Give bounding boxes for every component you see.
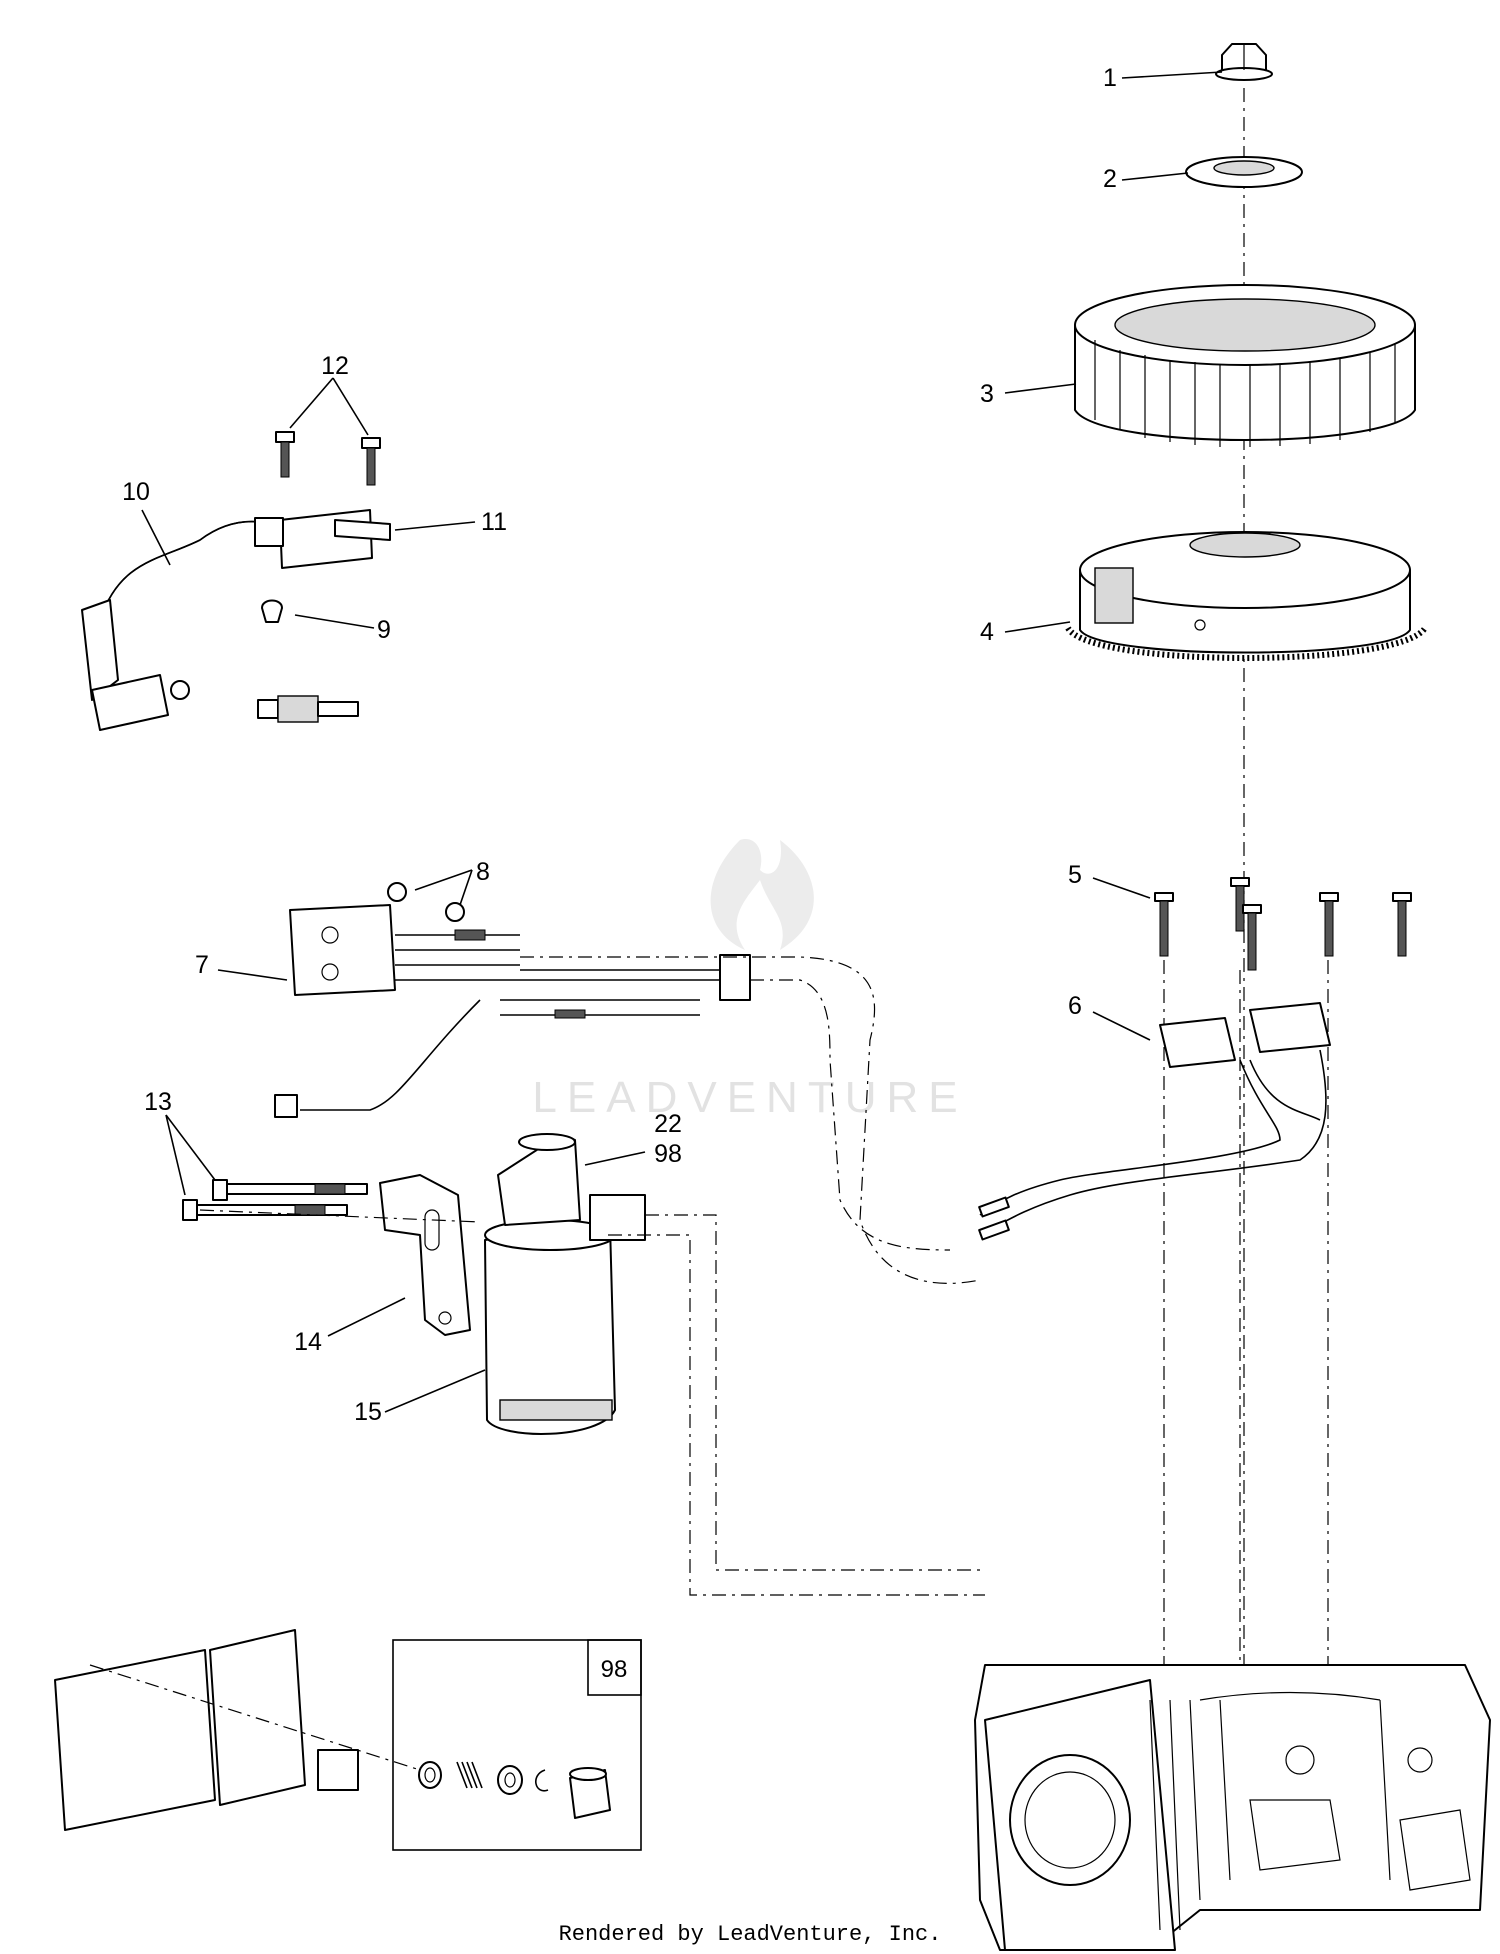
callout-2: 2 (1103, 165, 1117, 193)
spark-plug[interactable] (257, 695, 359, 723)
part-8-screws[interactable] (387, 882, 465, 922)
flame-logo-icon (710, 839, 814, 950)
part-15-starter-motor[interactable] (484, 1133, 646, 1435)
kit-98-inset: 98 (392, 1639, 642, 1851)
watermark-text: LEADVENTURE (532, 1073, 967, 1122)
bolt-route-line (199, 1209, 481, 1223)
callout-8: 8 (476, 858, 490, 886)
callout-14: 14 (294, 1328, 322, 1356)
part-9-clip[interactable] (261, 599, 283, 623)
part-10-spark-plug-lead[interactable] (81, 520, 261, 731)
part-6-alternator-harness[interactable] (978, 1002, 1331, 1241)
harness-route-line (520, 956, 981, 1284)
part-11-ignition-coil[interactable] (254, 509, 391, 569)
kit-98-label-box (587, 1639, 642, 1696)
starter-route-line (608, 1234, 985, 1596)
part-2-fan-retainer[interactable] (1185, 156, 1303, 188)
part-12-coil-bolts[interactable] (275, 431, 381, 486)
part-5-bolts[interactable] (1154, 877, 1412, 971)
kit-98-box (392, 1639, 642, 1851)
callout-9: 9 (377, 616, 391, 644)
callout-11: 11 (481, 508, 507, 536)
callout-6: 6 (1068, 992, 1082, 1020)
footer-credit: Rendered by LeadVenture, Inc. (559, 1922, 942, 1947)
part-14-starter-bracket[interactable] (379, 1174, 471, 1336)
callout-10: 10 (122, 478, 150, 506)
leader-lines (141, 71, 1223, 1413)
callout-5: 5 (1068, 861, 1082, 889)
leadventure-watermark: LEADVENTURE (532, 839, 967, 1122)
callout-22: 22 (654, 1110, 682, 1138)
part-13-starter-bolts[interactable] (182, 1179, 368, 1221)
callout-12: 12 (321, 352, 349, 380)
callout-1: 1 (1103, 64, 1117, 92)
starter-exploded-detail (54, 1629, 421, 1831)
callout-3: 3 (980, 380, 994, 408)
callout-labels: 1 2 3 4 5 6 7 8 9 10 11 12 13 14 15 22 9… (122, 64, 1117, 1426)
starter-route-line (645, 1214, 985, 1571)
part-1-flywheel-nut[interactable] (1215, 43, 1273, 81)
harness-route-line (750, 979, 951, 1251)
callout-7: 7 (195, 951, 209, 979)
part-4-flywheel[interactable] (1065, 531, 1428, 661)
part-3-cooling-fan[interactable] (1074, 284, 1416, 447)
kit-98-parts[interactable] (418, 1761, 611, 1819)
engine-block (974, 1664, 1491, 1951)
kit-98-label: 98 (601, 1656, 628, 1683)
callout-13: 13 (144, 1088, 172, 1116)
callout-98: 98 (654, 1140, 682, 1168)
callout-15: 15 (354, 1398, 382, 1426)
callout-4: 4 (980, 618, 994, 646)
part-7-regulator[interactable] (274, 904, 751, 1118)
